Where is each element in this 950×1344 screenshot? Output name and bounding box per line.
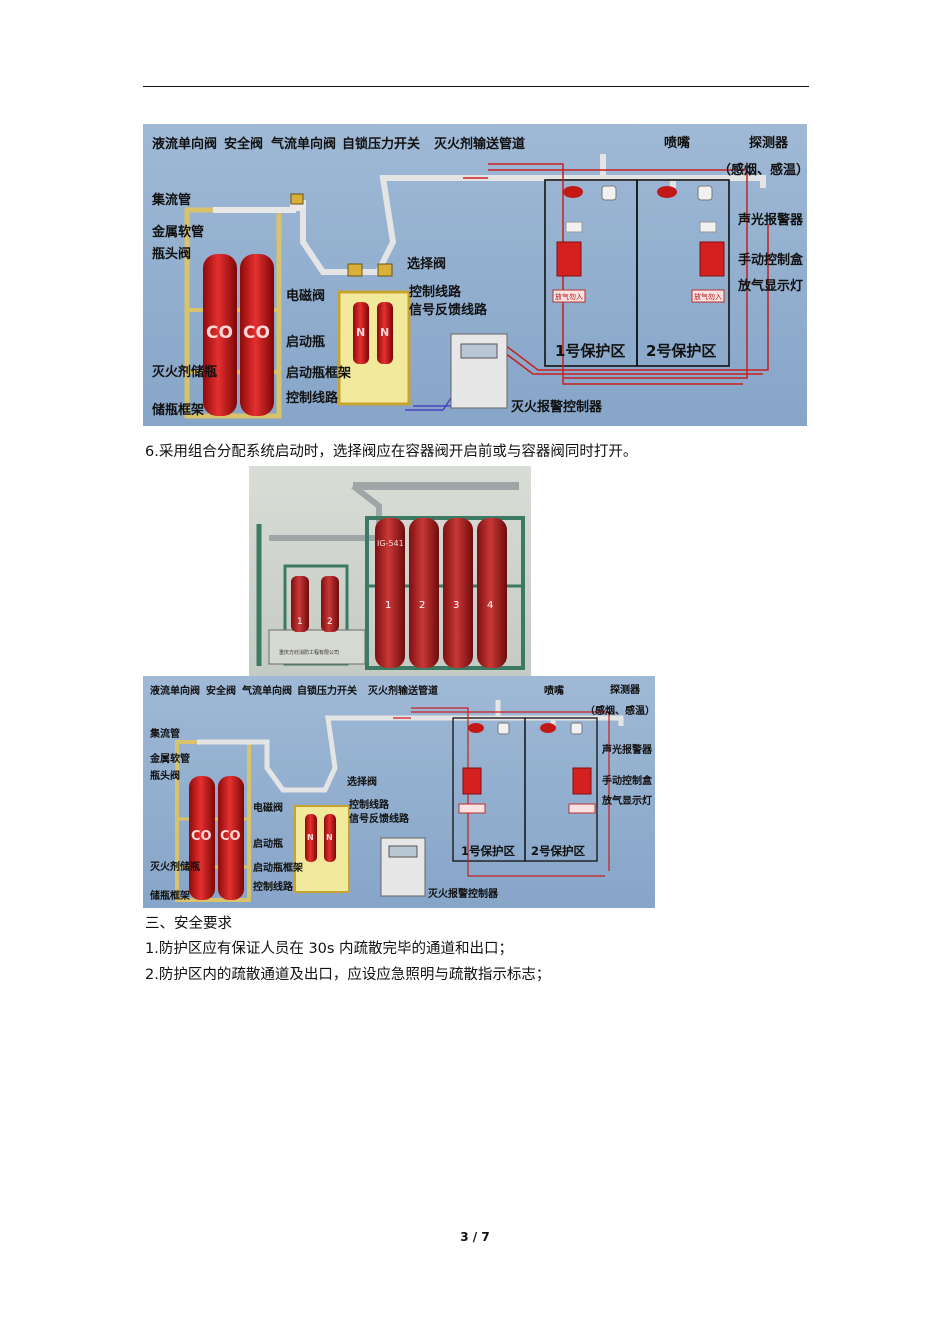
- controller-label: 灭火报警控制器: [510, 399, 603, 415]
- manual-box-label: 手动控制盒: [602, 774, 653, 787]
- alarm-label: 声光报警器: [601, 743, 653, 756]
- item-6: 6.采用组合分配系统启动时，选择阀应在容器阀开启前或与容器阀同时打开。: [145, 444, 638, 460]
- alarm-label: 声光报警器: [737, 212, 804, 228]
- agent-bottle-label: 灭火剂储瓶: [149, 860, 200, 873]
- bottle-valve-label: 瓶头阀: [150, 769, 180, 782]
- n-mark-2: N: [380, 326, 389, 339]
- feedback-line-label: 信号反馈线路: [349, 812, 410, 825]
- co-mark-label: CO: [220, 829, 241, 844]
- lamp-text-1: 放气勿入: [555, 292, 583, 301]
- pressure-switch-label: 自锁压力开关: [342, 136, 420, 152]
- lamp-text-2: 放气勿入: [694, 292, 722, 301]
- manifold-label: 集流管: [151, 192, 191, 208]
- control-line-label: 控制线路: [409, 284, 462, 300]
- solenoid-valve-label: 电磁阀: [253, 801, 283, 814]
- requirement-1: 1.防护区应有保证人员在 30s 内疏散完毕的通道和出口；: [145, 941, 514, 957]
- gas-check-valve-label: 气流单向阀: [271, 136, 336, 152]
- detector-note-label: （感烟、感温）: [585, 704, 655, 717]
- zone1-label: 1号保护区: [555, 342, 625, 360]
- bottle-frame-label: 储瓶框架: [149, 889, 190, 902]
- selector-valve-label: 选择阀: [407, 256, 446, 272]
- control-line2-label: 控制线路: [253, 880, 294, 893]
- co-mark-2: CO: [243, 323, 270, 343]
- photo-small-2: 2: [327, 617, 333, 627]
- liquid-check-valve-label: 液流单向阀: [152, 136, 217, 152]
- n-mark-label: N: [307, 833, 314, 842]
- detector-label: 探测器: [610, 683, 641, 696]
- manual-box-label: 手动控制盒: [738, 252, 804, 268]
- photo-plate: 重庆方欣消防工程有限公司: [279, 649, 339, 656]
- starter-frame-label: 启动瓶框架: [286, 365, 351, 381]
- nozzle-label: 喷嘴: [544, 684, 564, 697]
- detector-note-label: （感烟、感温）: [718, 162, 807, 178]
- starter-frame: [337, 290, 411, 406]
- branch-pipe: [603, 175, 766, 188]
- pipe-label: 灭火剂输送管道: [367, 684, 438, 697]
- nozzle-label: 喷嘴: [664, 135, 690, 151]
- requirement-2: 2.防护区内的疏散通道及出口，应设应急照明与疏散指示标志；: [145, 967, 551, 983]
- photo-cyl-2: 2: [419, 600, 425, 611]
- manifold-label: 集流管: [149, 727, 180, 740]
- control-line-label: 控制线路: [349, 798, 390, 811]
- discharge-lamp-label: 放气显示灯: [737, 278, 803, 294]
- n-mark-1: N: [356, 326, 365, 339]
- system-diagram-top: CO CO N N 放气勿入 放气勿入 液流单向阀 安全阀 气流单向阀 自锁压力…: [143, 124, 807, 426]
- co-mark-1: CO: [206, 323, 233, 343]
- selector-valve-label: 选择阀: [347, 775, 377, 788]
- liquid-check-valve-label: 液流单向阀: [150, 684, 200, 697]
- starter-bottle-label: 启动瓶: [253, 837, 283, 850]
- co2-cylinder-1: [203, 254, 237, 416]
- starter-frame-label: 启动瓶框架: [253, 861, 303, 874]
- safety-valve-label: 安全阀: [224, 136, 263, 152]
- page-number: 3 / 7: [460, 1230, 490, 1244]
- zone2-label: 2号保护区: [646, 342, 716, 360]
- zone1-label: 1号保护区: [461, 844, 516, 858]
- agent-bottle-label: 灭火剂储瓶: [151, 364, 217, 380]
- detector-label: 探测器: [749, 135, 789, 151]
- hose-label: 金属软管: [151, 224, 204, 240]
- control-line2-label: 控制线路: [286, 390, 339, 406]
- discharge-lamp-label: 放气显示灯: [601, 794, 652, 807]
- system-diagram-bottom: CO CO N N 液流单向阀 安全阀 气流单向阀 自锁压力开关 灭火剂输送管道…: [143, 676, 655, 908]
- feedback-line-label: 信号反馈线路: [409, 302, 488, 318]
- bottle-valve-label: 瓶头阀: [152, 246, 191, 262]
- zone-2-box: [636, 179, 730, 367]
- n-mark-label: N: [326, 833, 333, 842]
- cylinder-photo: 重庆方欣消防工程有限公司 1 2 1 2 3 4 IG-541: [249, 466, 531, 676]
- photo-cyl-4: 4: [487, 600, 493, 611]
- photo-small-1: 1: [297, 617, 303, 627]
- starter-bottle-label: 启动瓶: [286, 334, 325, 350]
- header-rule: [143, 86, 809, 87]
- photo-code: IG-541: [377, 539, 404, 548]
- pipe-label: 灭火剂输送管道: [433, 136, 525, 152]
- controller-label: 灭火报警控制器: [427, 887, 499, 900]
- safety-valve-label: 安全阀: [206, 684, 236, 697]
- controller-cabinet: [450, 333, 508, 409]
- photo-cyl-3: 3: [453, 600, 459, 611]
- photo-cyl-1: 1: [385, 600, 391, 611]
- hose-label: 金属软管: [149, 752, 190, 765]
- co2-cylinder-2: [240, 254, 274, 416]
- main-pipe: [300, 154, 606, 275]
- gas-check-valve-label: 气流单向阀: [241, 684, 292, 697]
- co-mark-label: CO: [191, 829, 212, 844]
- pressure-switch-label: 自锁压力开关: [297, 684, 357, 697]
- zone2-label: 2号保护区: [531, 844, 586, 858]
- section-3-heading: 三、安全要求: [145, 916, 232, 932]
- solenoid-valve-label: 电磁阀: [286, 288, 325, 304]
- bottle-frame-label: 储瓶框架: [151, 402, 204, 418]
